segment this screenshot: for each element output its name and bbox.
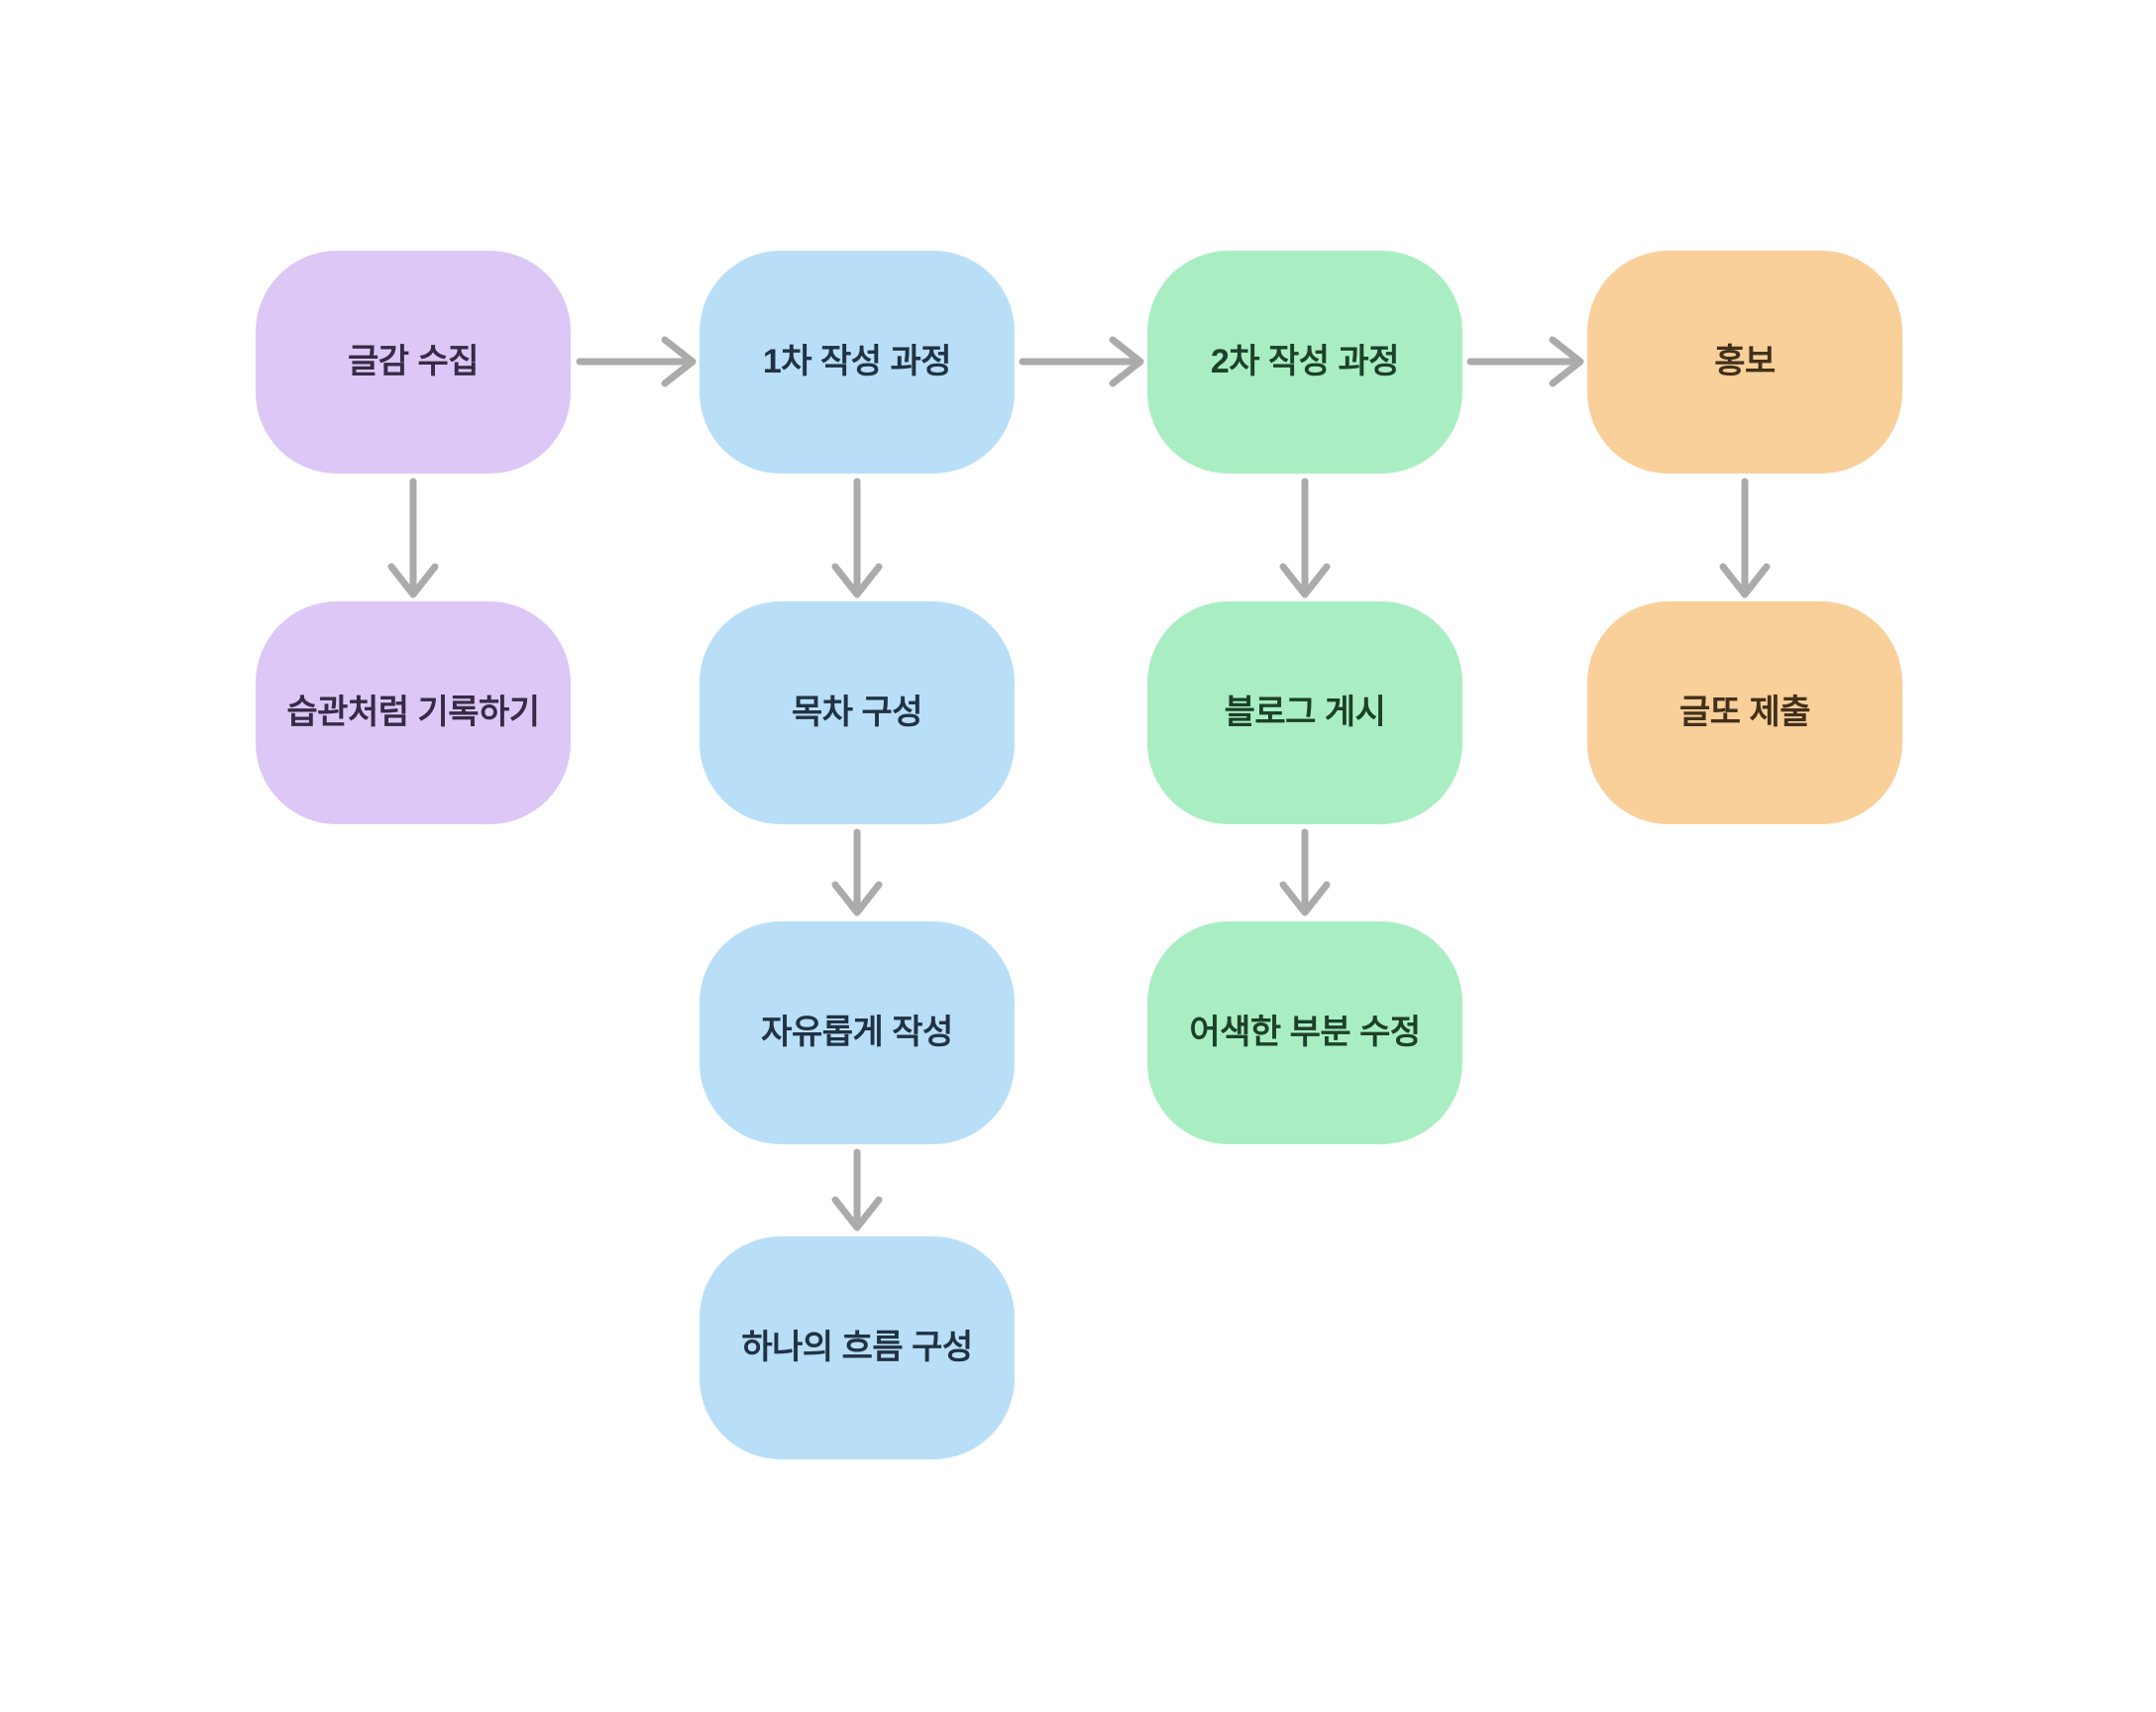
node-label: 2차 작성 과정 [1210,343,1400,381]
node-label: 하나의 흐름 구성 [741,1329,973,1367]
node-first-draft-process[interactable]: 1차 작성 과정 [700,251,1015,474]
node-free-writing[interactable]: 자유롭게 작성 [700,921,1015,1144]
node-label: 1차 작성 과정 [762,343,952,381]
node-label: 자유롭게 작성 [761,1014,953,1052]
node-collect-topics[interactable]: 글감 수집 [256,251,571,474]
node-label: 글또 제출 [1678,694,1811,732]
node-label: 어색한 부분 수정 [1189,1014,1421,1052]
node-label: 글감 수집 [347,343,480,381]
node-blog-publish[interactable]: 블로그 게시 [1147,601,1462,824]
node-label: 습관처럼 기록하기 [286,694,540,732]
node-label: 블로그 게시 [1224,694,1386,732]
node-promotion[interactable]: 홍보 [1587,251,1902,474]
node-single-flow-structure[interactable]: 하나의 흐름 구성 [700,1236,1015,1459]
node-record-like-habit[interactable]: 습관처럼 기록하기 [256,601,571,824]
node-fix-awkward-parts[interactable]: 어색한 부분 수정 [1147,921,1462,1144]
node-label: 목차 구성 [791,694,923,732]
node-second-draft-process[interactable]: 2차 작성 과정 [1147,251,1462,474]
node-outline-structure[interactable]: 목차 구성 [700,601,1015,824]
node-geultto-submit[interactable]: 글또 제출 [1587,601,1902,824]
node-label: 홍보 [1714,343,1776,381]
